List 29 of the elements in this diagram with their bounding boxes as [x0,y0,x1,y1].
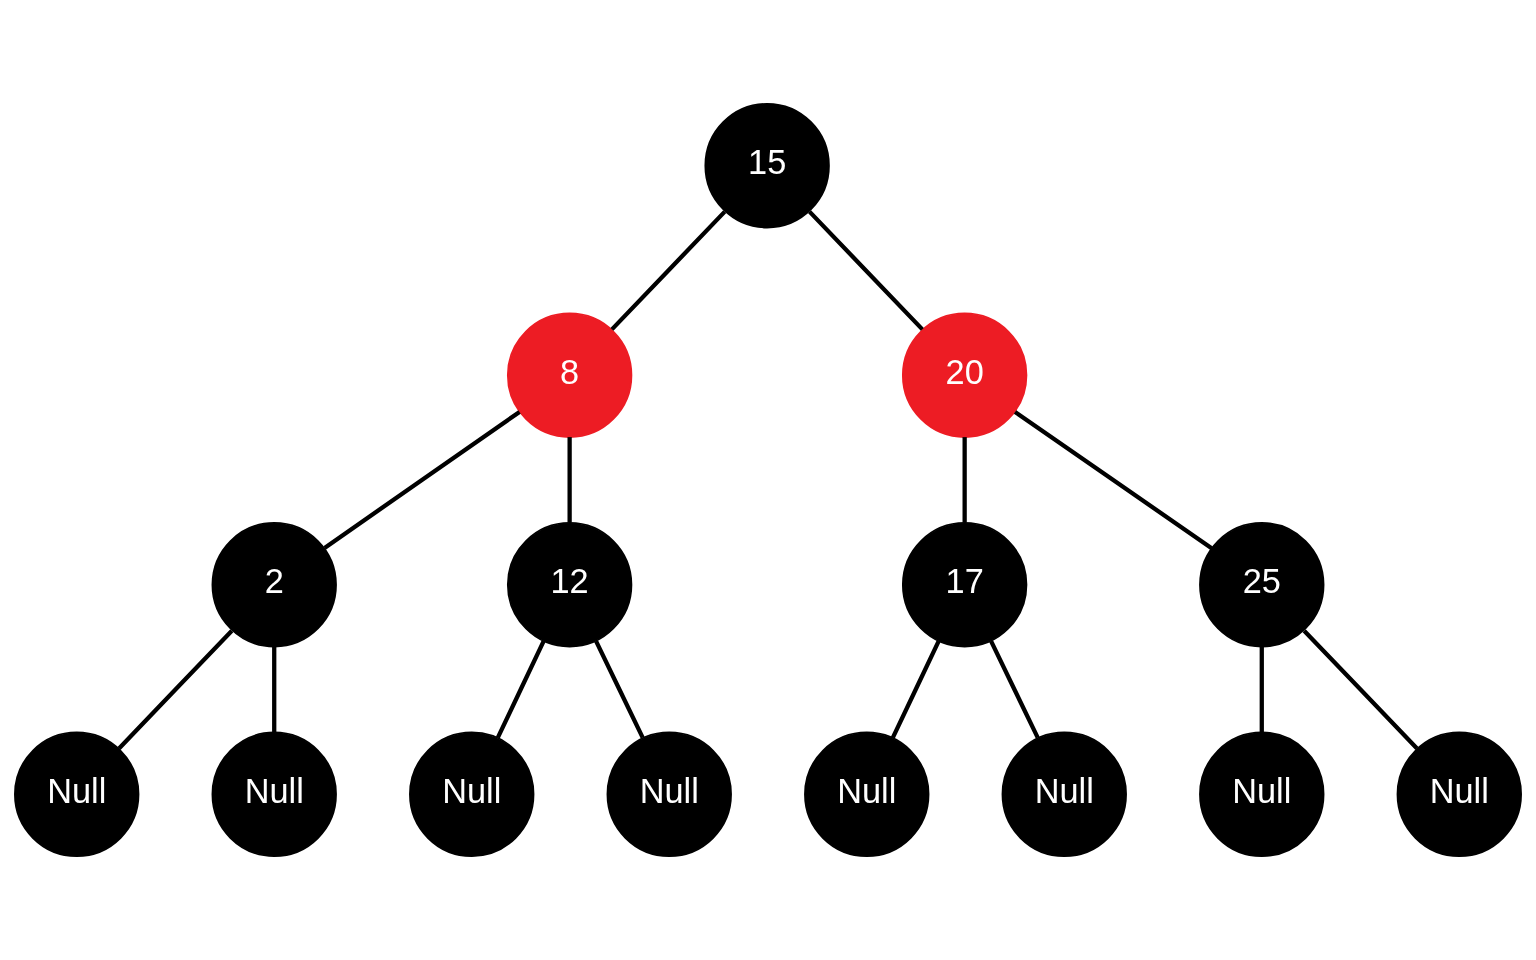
node-circle: Null [1199,731,1325,857]
node-circle: 8 [506,312,633,438]
node-circle: 20 [901,312,1028,438]
node-circle: Null [606,731,732,857]
node-circle: Null [14,731,140,857]
node-circle: 17 [901,522,1028,648]
connector [890,640,941,739]
connector [117,629,234,750]
node-circle: Null [1396,731,1522,857]
connector [962,437,967,523]
connector [1259,646,1264,732]
node-circle: 15 [704,103,830,229]
node-circle: Null [211,731,337,857]
connector [989,640,1040,739]
connector [567,437,572,523]
connector [1013,410,1213,550]
connector [1302,629,1419,750]
node-circle: 2 [211,522,337,648]
connector [495,640,546,739]
connector [323,410,521,550]
node-circle: Null [409,731,535,857]
node-circle: Null [804,731,930,857]
connector [594,640,645,739]
node-circle: 12 [506,522,633,648]
node-circle: Null [1001,731,1127,857]
node-circle: 25 [1199,522,1325,648]
connector [272,646,277,732]
connector [610,210,727,331]
connector [807,210,924,331]
